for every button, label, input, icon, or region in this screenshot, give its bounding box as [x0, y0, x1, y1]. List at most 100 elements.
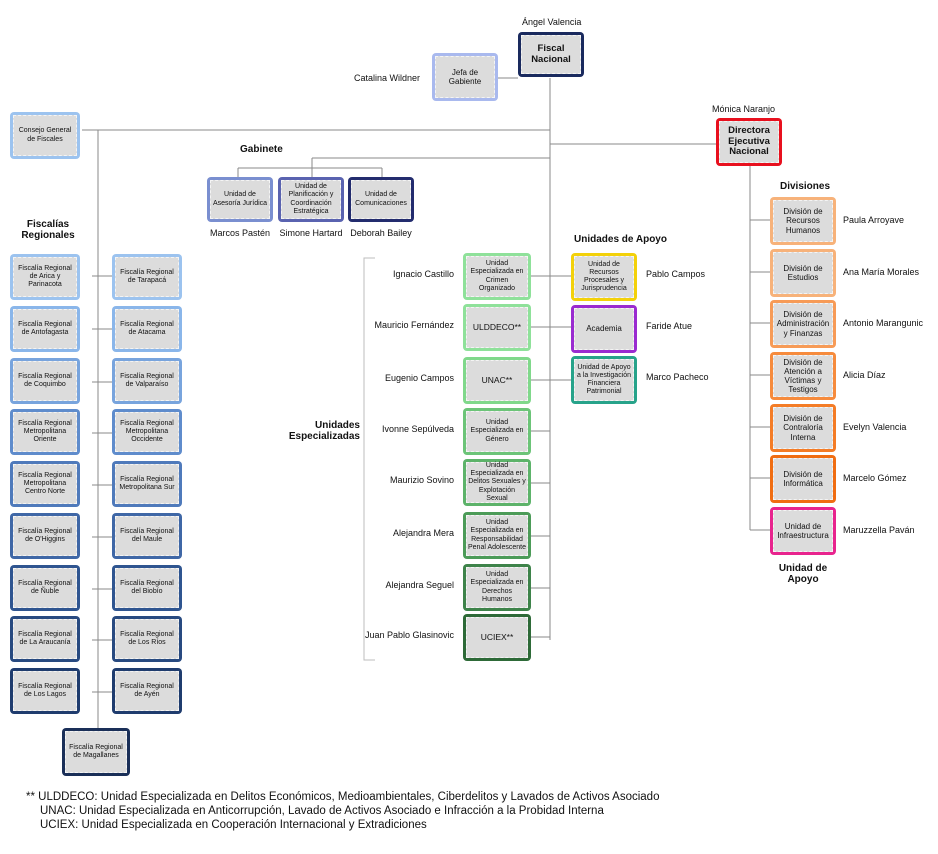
- apoyo-unit-1[interactable]: Academia: [571, 305, 637, 353]
- division-6[interactable]: Unidad de Infraestructura: [770, 507, 836, 555]
- especializada-4[interactable]: Unidad Especializada en Delitos Sexuales…: [463, 459, 531, 506]
- fiscal-nacional-person: Ángel Valencia: [522, 17, 582, 27]
- apoyo-unit-2[interactable]: Unidad de Apoyo a la Investigación Finan…: [571, 356, 637, 404]
- fiscalia-left-4[interactable]: Fiscalía Regional Metropolitana Centro N…: [10, 461, 80, 507]
- division-person-6: Maruzzella Paván: [843, 525, 915, 535]
- fiscalia-right-4-label: Fiscalía Regional Metropolitana Sur: [115, 464, 179, 504]
- especializada-person-6: Alejandra Seguel: [385, 580, 454, 590]
- especializada-3-label: Unidad Especializada en Género: [466, 411, 528, 452]
- apoyo-person-0: Pablo Campos: [646, 269, 706, 279]
- fiscalia-left-0[interactable]: Fiscalía Regional de Arica y Parinacota: [10, 254, 80, 300]
- fiscalia-right-1[interactable]: Fiscalía Regional de Atacama: [112, 306, 182, 352]
- apoyo-unit-1-label: Academia: [574, 308, 634, 350]
- especializada-7[interactable]: UCIEX**: [463, 614, 531, 661]
- directora-box[interactable]: Directora Ejecutiva Nacional: [716, 118, 782, 166]
- fiscalia-right-0[interactable]: Fiscalía Regional de Tarapacá: [112, 254, 182, 300]
- fiscalia-left-5[interactable]: Fiscalía Regional de O'Higgins: [10, 513, 80, 559]
- division-1[interactable]: División de Estudios: [770, 249, 836, 297]
- division-5-label: División de Informática: [773, 458, 833, 500]
- consejo-box[interactable]: Consejo General de Fiscales: [10, 112, 80, 159]
- fiscalia-left-6[interactable]: Fiscalía Regional de Ñuble: [10, 565, 80, 611]
- fiscalia-right-2[interactable]: Fiscalía Regional de Valparaíso: [112, 358, 182, 404]
- especializada-person-1: Mauricio Fernández: [374, 320, 454, 330]
- footnote-uciex: UCIEX: Unidad Especializada en Cooperaci…: [40, 819, 427, 831]
- especializada-6[interactable]: Unidad Especializada en Derechos Humanos: [463, 564, 531, 611]
- fiscalia-left-3[interactable]: Fiscalía Regional Metropolitana Oriente: [10, 409, 80, 455]
- apoyo-unit-0[interactable]: Unidad de Recursos Procesales y Jurispru…: [571, 253, 637, 301]
- fiscalia-right-6[interactable]: Fiscalía Regional del Biobío: [112, 565, 182, 611]
- fiscalia-right-2-label: Fiscalía Regional de Valparaíso: [115, 361, 179, 401]
- fiscalia-right-7[interactable]: Fiscalía Regional de Los Ríos: [112, 616, 182, 662]
- fiscalias-header: Fiscalías Regionales: [21, 219, 75, 241]
- fiscalia-left-8[interactable]: Fiscalía Regional de Los Lagos: [10, 668, 80, 714]
- division-2-label: División de Administración y Finanzas: [773, 303, 833, 345]
- gabinete-unit-1[interactable]: Unidad de Planificación y Coordinación E…: [278, 177, 344, 222]
- division-6-label: Unidad de Infraestructura: [773, 510, 833, 552]
- gabinete-unit-0-label: Unidad de Asesoría Jurídica: [210, 180, 270, 219]
- fiscalia-right-8[interactable]: Fiscalía Regional de Ayén: [112, 668, 182, 714]
- gabinete-unit-0[interactable]: Unidad de Asesoría Jurídica: [207, 177, 273, 222]
- fiscalia-left-5-label: Fiscalía Regional de O'Higgins: [13, 516, 77, 556]
- unidades-apoyo-header: Unidades de Apoyo: [574, 234, 667, 245]
- fiscalia-left-2-label: Fiscalía Regional de Coquimbo: [13, 361, 77, 401]
- especializada-4-label: Unidad Especializada en Delitos Sexuales…: [466, 462, 528, 503]
- fiscalia-left-1-label: Fiscalía Regional de Antofagasta: [13, 309, 77, 349]
- jefa-gabinete-person: Catalina Wildner: [354, 73, 421, 83]
- footnote-unac: UNAC: Unidad Especializada en Anticorrup…: [40, 805, 604, 817]
- division-person-0: Paula Arroyave: [843, 215, 905, 225]
- apoyo-person-2: Marco Pacheco: [646, 372, 709, 382]
- fiscalia-left-7[interactable]: Fiscalía Regional de La Araucanía: [10, 616, 80, 662]
- especializada-0-label: Unidad Especializada en Crimen Organizad…: [466, 256, 528, 297]
- jefa-gabinete-box[interactable]: Jefa de Gabiente: [432, 53, 498, 101]
- consejo-label: Consejo General de Fiscales: [13, 115, 77, 156]
- fiscalia-left-1[interactable]: Fiscalía Regional de Antofagasta: [10, 306, 80, 352]
- especializada-1[interactable]: ULDDECO**: [463, 304, 531, 351]
- footnote-ulddeco: ** ULDDECO: Unidad Especializada en Deli…: [26, 791, 660, 803]
- division-4[interactable]: División de Contraloría Interna: [770, 404, 836, 452]
- division-person-2: Antonio Marangunic: [843, 318, 924, 328]
- fiscal-nacional-label: Fiscal Nacional: [521, 35, 581, 74]
- apoyo-unit-2-label: Unidad de Apoyo a la Investigación Finan…: [574, 359, 634, 401]
- division-person-4: Evelyn Valencia: [843, 422, 907, 432]
- directora-label: Directora Ejecutiva Nacional: [719, 121, 779, 163]
- jefa-gabinete-label: Jefa de Gabiente: [435, 56, 495, 98]
- division-0[interactable]: División de Recursos Humanos: [770, 197, 836, 245]
- fiscalia-right-8-label: Fiscalía Regional de Ayén: [115, 671, 179, 711]
- directora-person: Mónica Naranjo: [712, 104, 776, 114]
- gabinete-unit-2-label: Unidad de Comunicaciones: [351, 180, 411, 219]
- fiscalia-right-7-label: Fiscalía Regional de Los Ríos: [115, 619, 179, 659]
- gabinete-unit-2[interactable]: Unidad de Comunicaciones: [348, 177, 414, 222]
- division-1-label: División de Estudios: [773, 252, 833, 294]
- divisiones-header: Divisiones: [780, 181, 831, 192]
- fiscalia-right-0-label: Fiscalía Regional de Tarapacá: [115, 257, 179, 297]
- especializada-person-2: Eugenio Campos: [384, 373, 454, 383]
- fiscalia-right-3[interactable]: Fiscalía Regional Metropolitana Occident…: [112, 409, 182, 455]
- fiscalia-right-5[interactable]: Fiscalía Regional del Maule: [112, 513, 182, 559]
- fiscalia-left-2[interactable]: Fiscalía Regional de Coquimbo: [10, 358, 80, 404]
- especializada-person-3: Ivonne Sepúlveda: [381, 424, 454, 434]
- fiscalia-left-3-label: Fiscalía Regional Metropolitana Oriente: [13, 412, 77, 452]
- gabinete-person-0: Marcos Pastén: [209, 228, 271, 238]
- fiscalia-left-4-label: Fiscalía Regional Metropolitana Centro N…: [13, 464, 77, 504]
- division-3[interactable]: División de Atención a Víctimas y Testig…: [770, 352, 836, 400]
- fiscalia-magallanes[interactable]: Fiscalía Regional de Magallanes: [62, 728, 130, 776]
- especializada-0[interactable]: Unidad Especializada en Crimen Organizad…: [463, 253, 531, 300]
- especializada-3[interactable]: Unidad Especializada en Género: [463, 408, 531, 455]
- especializada-person-7: Juan Pablo Glasinovic: [364, 630, 454, 640]
- unidad-apoyo-header: Unidad de Apoyo: [778, 563, 828, 585]
- division-2[interactable]: División de Administración y Finanzas: [770, 300, 836, 348]
- division-person-1: Ana María Morales: [843, 267, 920, 277]
- fiscalia-right-5-label: Fiscalía Regional del Maule: [115, 516, 179, 556]
- especializada-1-label: ULDDECO**: [466, 307, 528, 348]
- especializada-5[interactable]: Unidad Especializada en Responsabilidad …: [463, 512, 531, 559]
- division-5[interactable]: División de Informática: [770, 455, 836, 503]
- especializada-2[interactable]: UNAC**: [463, 357, 531, 404]
- especializadas-header: Unidades Especializadas: [288, 420, 360, 442]
- division-3-label: División de Atención a Víctimas y Testig…: [773, 355, 833, 397]
- fiscalia-left-6-label: Fiscalía Regional de Ñuble: [13, 568, 77, 608]
- especializada-person-5: Alejandra Mera: [392, 528, 454, 538]
- fiscalia-right-4[interactable]: Fiscalía Regional Metropolitana Sur: [112, 461, 182, 507]
- especializada-5-label: Unidad Especializada en Responsabilidad …: [466, 515, 528, 556]
- fiscal-nacional-box[interactable]: Fiscal Nacional: [518, 32, 584, 77]
